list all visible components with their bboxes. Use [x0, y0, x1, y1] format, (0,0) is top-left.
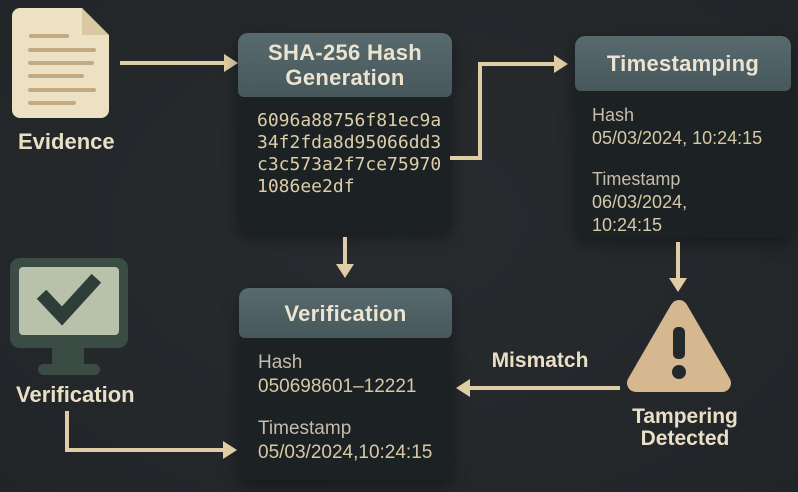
- sha256-box-title: SHA-256 Hash Generation: [238, 33, 452, 97]
- evidence-label: Evidence: [18, 129, 115, 154]
- timestamping-timestamp-label: Timestamp: [592, 169, 681, 189]
- timestamping-hash-value: 05/03/2024, 10:24:15: [592, 128, 763, 148]
- monitor-screen: [19, 267, 119, 335]
- warning-triangle-icon: [623, 296, 735, 398]
- document-fold-corner: [82, 8, 109, 35]
- timestamping-box-title: Timestamping: [575, 36, 791, 91]
- verification-box: Verification Hash 050698601–12221 Timest…: [239, 288, 452, 480]
- monitor-checkmark-icon: [10, 258, 128, 376]
- mismatch-label: Mismatch: [491, 349, 589, 372]
- timestamping-box: Timestamping Hash 05/03/2024, 10:24:15 T…: [575, 36, 791, 238]
- tampering-detected-label: Tampering Detected: [632, 405, 738, 450]
- timestamping-hash-label: Hash: [592, 105, 635, 125]
- document-icon: [12, 8, 109, 118]
- verification-timestamp-value: 05/03/2024,10:24:15: [258, 442, 433, 463]
- sha256-hash-value: 6096a88756f81ec9a 34f2fda8d95066dd3 c3c5…: [257, 110, 442, 197]
- verification-box-title: Verification: [239, 288, 452, 338]
- timestamping-timestamp-value: 06/03/2024, 10:24:15: [592, 192, 688, 235]
- verification-timestamp-label: Timestamp: [258, 418, 352, 439]
- verification-node-label: Verification: [16, 382, 135, 407]
- sha256-hash-generation-box: SHA-256 Hash Generation 6096a88756f81ec9…: [238, 33, 452, 233]
- verification-hash-label: Hash: [258, 352, 303, 373]
- verification-hash-value: 050698601–12221: [258, 376, 417, 397]
